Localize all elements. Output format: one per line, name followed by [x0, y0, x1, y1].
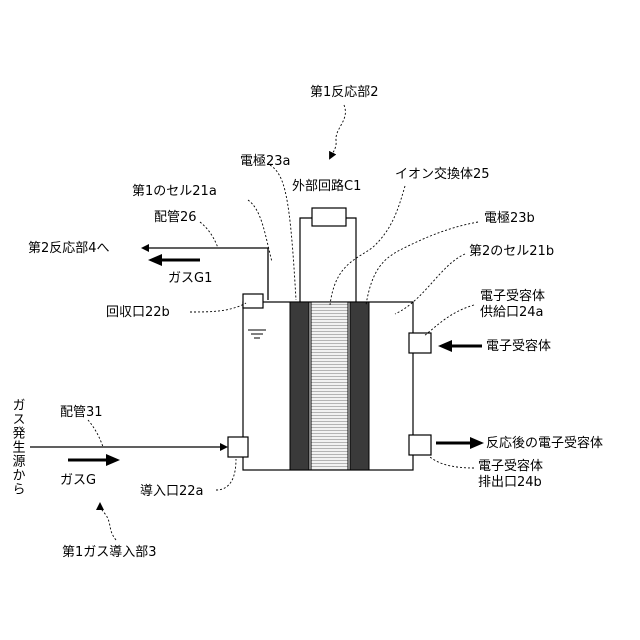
electrode-23a — [290, 302, 309, 470]
leader-pipe31 — [88, 420, 103, 447]
leader-supply-port — [424, 305, 474, 336]
label-acceptor-out: 反応後の電子受容体 — [486, 435, 603, 451]
label-acceptor-exhaust-line2: 排出口24b — [478, 475, 542, 490]
label-electrode-a: 電極23a — [240, 153, 291, 169]
acceptor-supply-port-24a — [409, 333, 431, 353]
label-recovery-port: 回収口22b — [106, 305, 170, 320]
label-acceptor-supply-line1: 電子受容体 — [480, 288, 545, 304]
label-pipe26: 配管26 — [154, 210, 197, 225]
label-gas-g1: ガスG1 — [168, 271, 212, 286]
leader-inlet-port — [216, 459, 236, 490]
label-acceptor-supply-line2: 供給口24a — [480, 305, 544, 320]
recovery-port-22b — [243, 294, 263, 308]
external-circuit-resistor — [312, 208, 346, 226]
label-electrode-b: 電極23b — [484, 210, 535, 226]
leader-pipe26 — [200, 222, 218, 248]
label-gas-source: ガス発生源から — [10, 398, 26, 496]
ion-exchanger-membrane — [311, 302, 348, 470]
liquid-level-mark — [248, 330, 266, 338]
label-external-circuit: 外部回路C1 — [292, 178, 361, 194]
leader-recovery-port — [190, 303, 246, 312]
inlet-port-22a — [228, 437, 248, 457]
external-circuit — [300, 208, 356, 302]
leader-ion-exchanger — [330, 186, 405, 305]
label-inlet-port: 導入口22a — [140, 484, 204, 499]
label-reactor1: 第1反応部2 — [310, 85, 379, 100]
leader-exhaust-port — [430, 457, 474, 468]
label-to-reactor2: 第2反応部4へ — [28, 241, 110, 256]
electrode-23b — [350, 302, 369, 470]
acceptor-exhaust-port-24b — [409, 435, 431, 455]
label-ion-exchanger: イオン交換体25 — [395, 166, 490, 182]
label-acceptor-in: 電子受容体 — [486, 338, 551, 354]
label-gas-g: ガスG — [60, 473, 96, 488]
label-pipe31: 配管31 — [60, 405, 103, 420]
label-cell2: 第2のセル21b — [469, 244, 554, 259]
label-acceptor-exhaust-line1: 電子受容体 — [478, 458, 543, 474]
leader-reactor1 — [330, 105, 345, 158]
leader-electrode-b — [366, 222, 478, 305]
label-gas-introduction: 第1ガス導入部3 — [62, 545, 157, 560]
leader-cell2 — [395, 254, 465, 314]
leader-gas-introduction — [100, 504, 116, 540]
label-cell1: 第1のセル21a — [132, 184, 217, 199]
